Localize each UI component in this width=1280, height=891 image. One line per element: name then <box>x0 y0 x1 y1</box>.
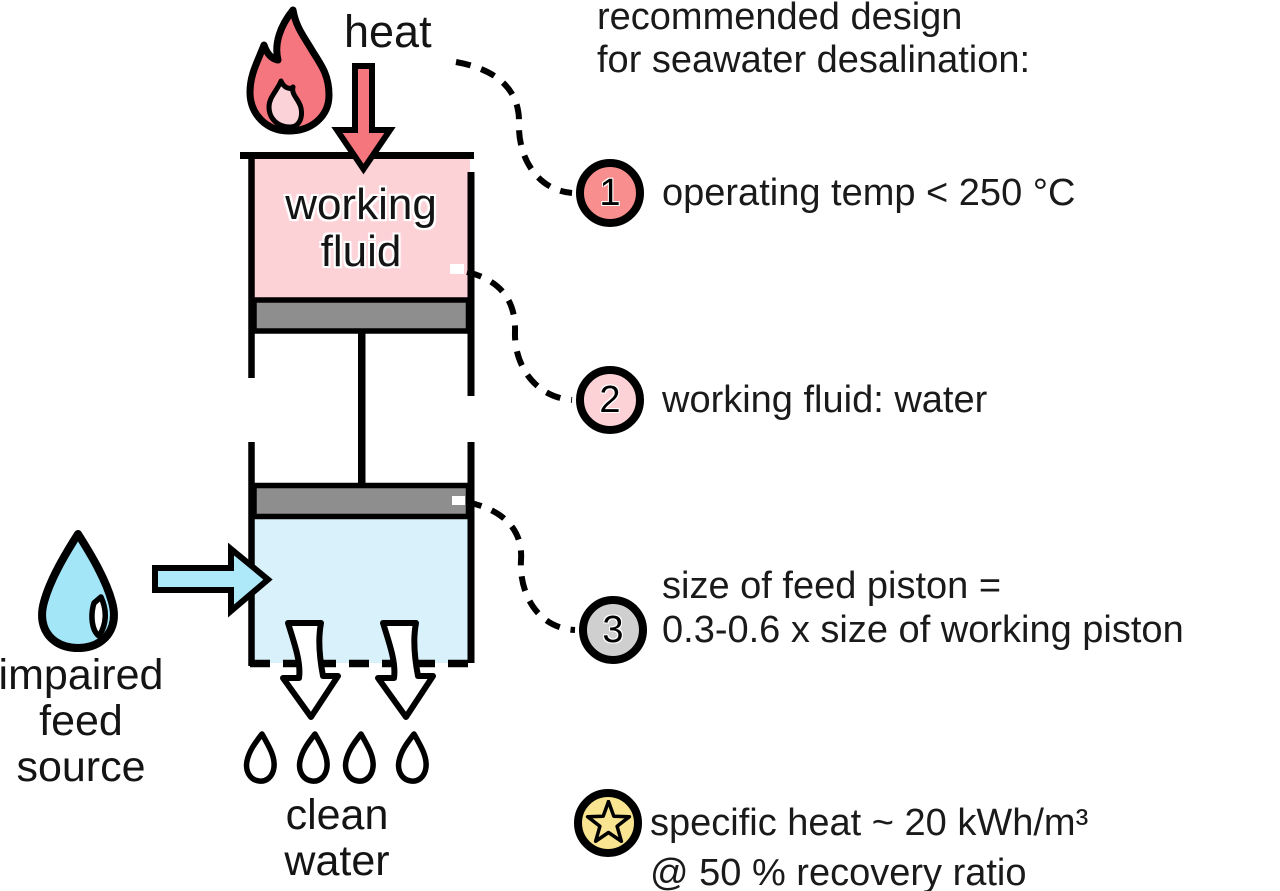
leader-line-3 <box>466 499 576 633</box>
marker-3-number: 3 <box>602 608 624 651</box>
small-droplet-icon <box>399 734 427 781</box>
marker-2-number: 2 <box>599 378 621 421</box>
small-droplet-icon <box>346 734 374 781</box>
small-droplet-icon <box>300 734 328 781</box>
feed-piston <box>251 482 472 520</box>
flame-inner-icon <box>266 78 304 130</box>
annotation-text-1: operating temp < 250 °C <box>662 172 1076 214</box>
clean-water-label: clean water <box>284 791 390 885</box>
feed-water-chamber <box>254 517 469 663</box>
working-piston <box>251 297 472 334</box>
marker-circle-1: 1 <box>576 159 644 227</box>
marker-1-number: 1 <box>599 171 621 214</box>
annotation-text-3: size of feed piston = 0.3-0.6 x size of … <box>662 565 1184 651</box>
leader-notch-3 <box>452 496 465 505</box>
leader-notch-2 <box>450 264 464 274</box>
piston-rod <box>358 331 366 486</box>
leader-line-2 <box>466 269 573 403</box>
marker-circle-2: 2 <box>576 366 644 434</box>
feed-right-arrow <box>152 542 273 618</box>
droplet-highlight <box>89 594 108 639</box>
star-icon <box>585 799 631 843</box>
small-droplet-row <box>243 731 427 784</box>
annotation-title: recommended design for seawater desalina… <box>597 0 1031 81</box>
working-fluid-chamber <box>252 157 470 301</box>
marker-circle-3: 3 <box>579 596 647 664</box>
heat-label: heat <box>344 6 432 57</box>
clean-water-down-arrow-right <box>375 620 436 720</box>
clean-water-down-arrow-left <box>280 620 341 720</box>
small-droplet-icon <box>243 731 277 784</box>
annotation-text-star: specific heat ~ 20 kWh/m³ @ 50 % recover… <box>650 802 1089 891</box>
impaired-feed-source-label: impaired feed source <box>0 651 164 791</box>
heat-down-arrow <box>331 63 396 175</box>
leader-line-1 <box>455 59 573 196</box>
working-fluid-label: working fluid <box>285 180 437 276</box>
annotation-text-2: working fluid: water <box>662 379 988 421</box>
marker-circle-star <box>574 789 642 857</box>
